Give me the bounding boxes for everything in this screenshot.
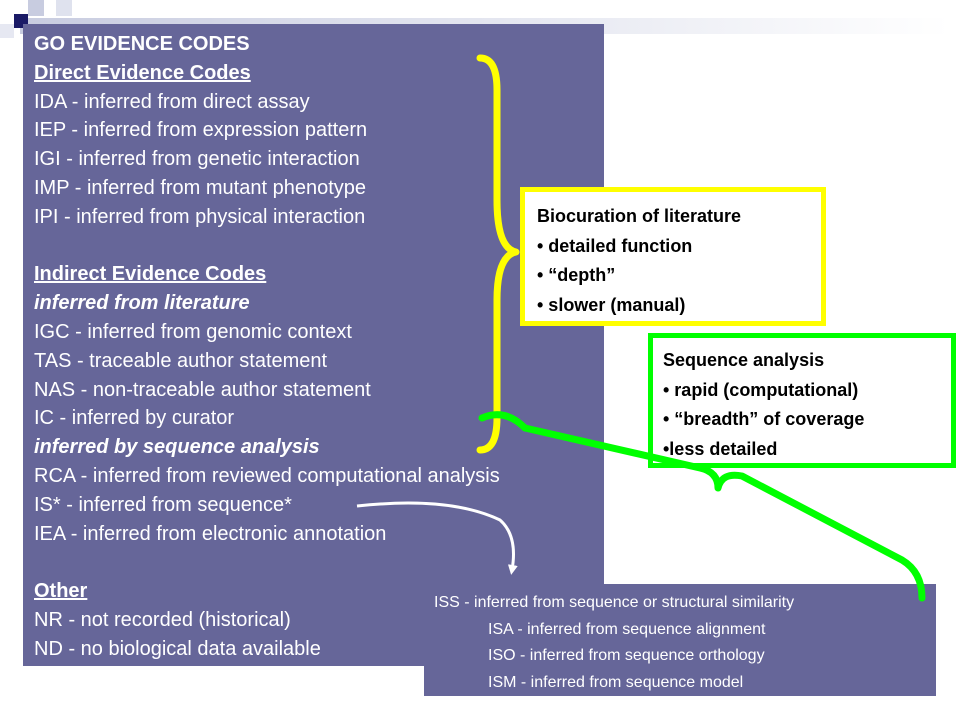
sequence-analysis-title: Sequence analysis [663, 350, 825, 370]
biocuration-callout: Biocuration of literature • detailed fun… [520, 187, 826, 326]
code-iep: IEP - inferred from expression pattern [34, 119, 368, 142]
code-igc: IGC - inferred from genomic context [34, 320, 352, 343]
code-is: IS* - inferred from sequence* [34, 493, 292, 516]
code-iss: ISS - inferred from sequence or structur… [434, 594, 795, 611]
code-ida: IDA - inferred from direct assay [34, 90, 310, 113]
direct-heading: Direct Evidence Codes [34, 61, 251, 84]
sequence-heading: inferred by sequence analysis [34, 436, 320, 459]
sequence-analysis-callout: Sequence analysis • rapid (computational… [648, 333, 956, 468]
iss-subcodes-panel: ISS - inferred from sequence or structur… [424, 584, 936, 696]
spacer [34, 232, 604, 261]
sequence-analysis-item: • “breadth” of coverage [663, 409, 865, 429]
biocuration-item: • “depth” [537, 265, 616, 285]
deco-square-faint [0, 24, 14, 38]
sequence-analysis-item: •less detailed [663, 438, 778, 459]
deco-square-lighter [56, 0, 72, 16]
panel-title: GO EVIDENCE CODES [34, 33, 250, 55]
biocuration-item: • slower (manual) [537, 294, 686, 315]
code-nr: NR - not recorded (historical) [34, 608, 291, 631]
code-iea: IEA - inferred from electronic annotatio… [34, 522, 387, 545]
indirect-heading: Indirect Evidence Codes [34, 263, 267, 286]
code-isa: ISA - inferred from sequence alignment [488, 620, 766, 638]
other-heading: Other [34, 580, 88, 603]
code-iso: ISO - inferred from sequence orthology [488, 647, 765, 664]
code-igi: IGI - inferred from genetic interaction [34, 148, 360, 171]
spacer [34, 548, 604, 577]
biocuration-title: Biocuration of literature [537, 206, 742, 226]
deco-square-light [28, 0, 44, 16]
code-ic: IC - inferred by curator [34, 407, 235, 430]
sequence-analysis-item: • rapid (computational) [663, 379, 859, 400]
evidence-codes-panel: GO EVIDENCE CODES Direct Evidence Codes … [23, 24, 604, 666]
code-nas: NAS - non-traceable author statement [34, 378, 371, 401]
code-tas: TAS - traceable author statement [34, 349, 328, 372]
code-ipi: IPI - inferred from physical interaction [34, 205, 366, 228]
code-imp: IMP - inferred from mutant phenotype [34, 176, 367, 199]
literature-heading: inferred from literature [34, 292, 250, 315]
biocuration-item: • detailed function [537, 235, 693, 256]
code-nd: ND - no biological data available [34, 637, 321, 660]
code-ism: ISM - inferred from sequence model [488, 673, 744, 691]
code-rca: RCA - inferred from reviewed computation… [34, 464, 500, 487]
